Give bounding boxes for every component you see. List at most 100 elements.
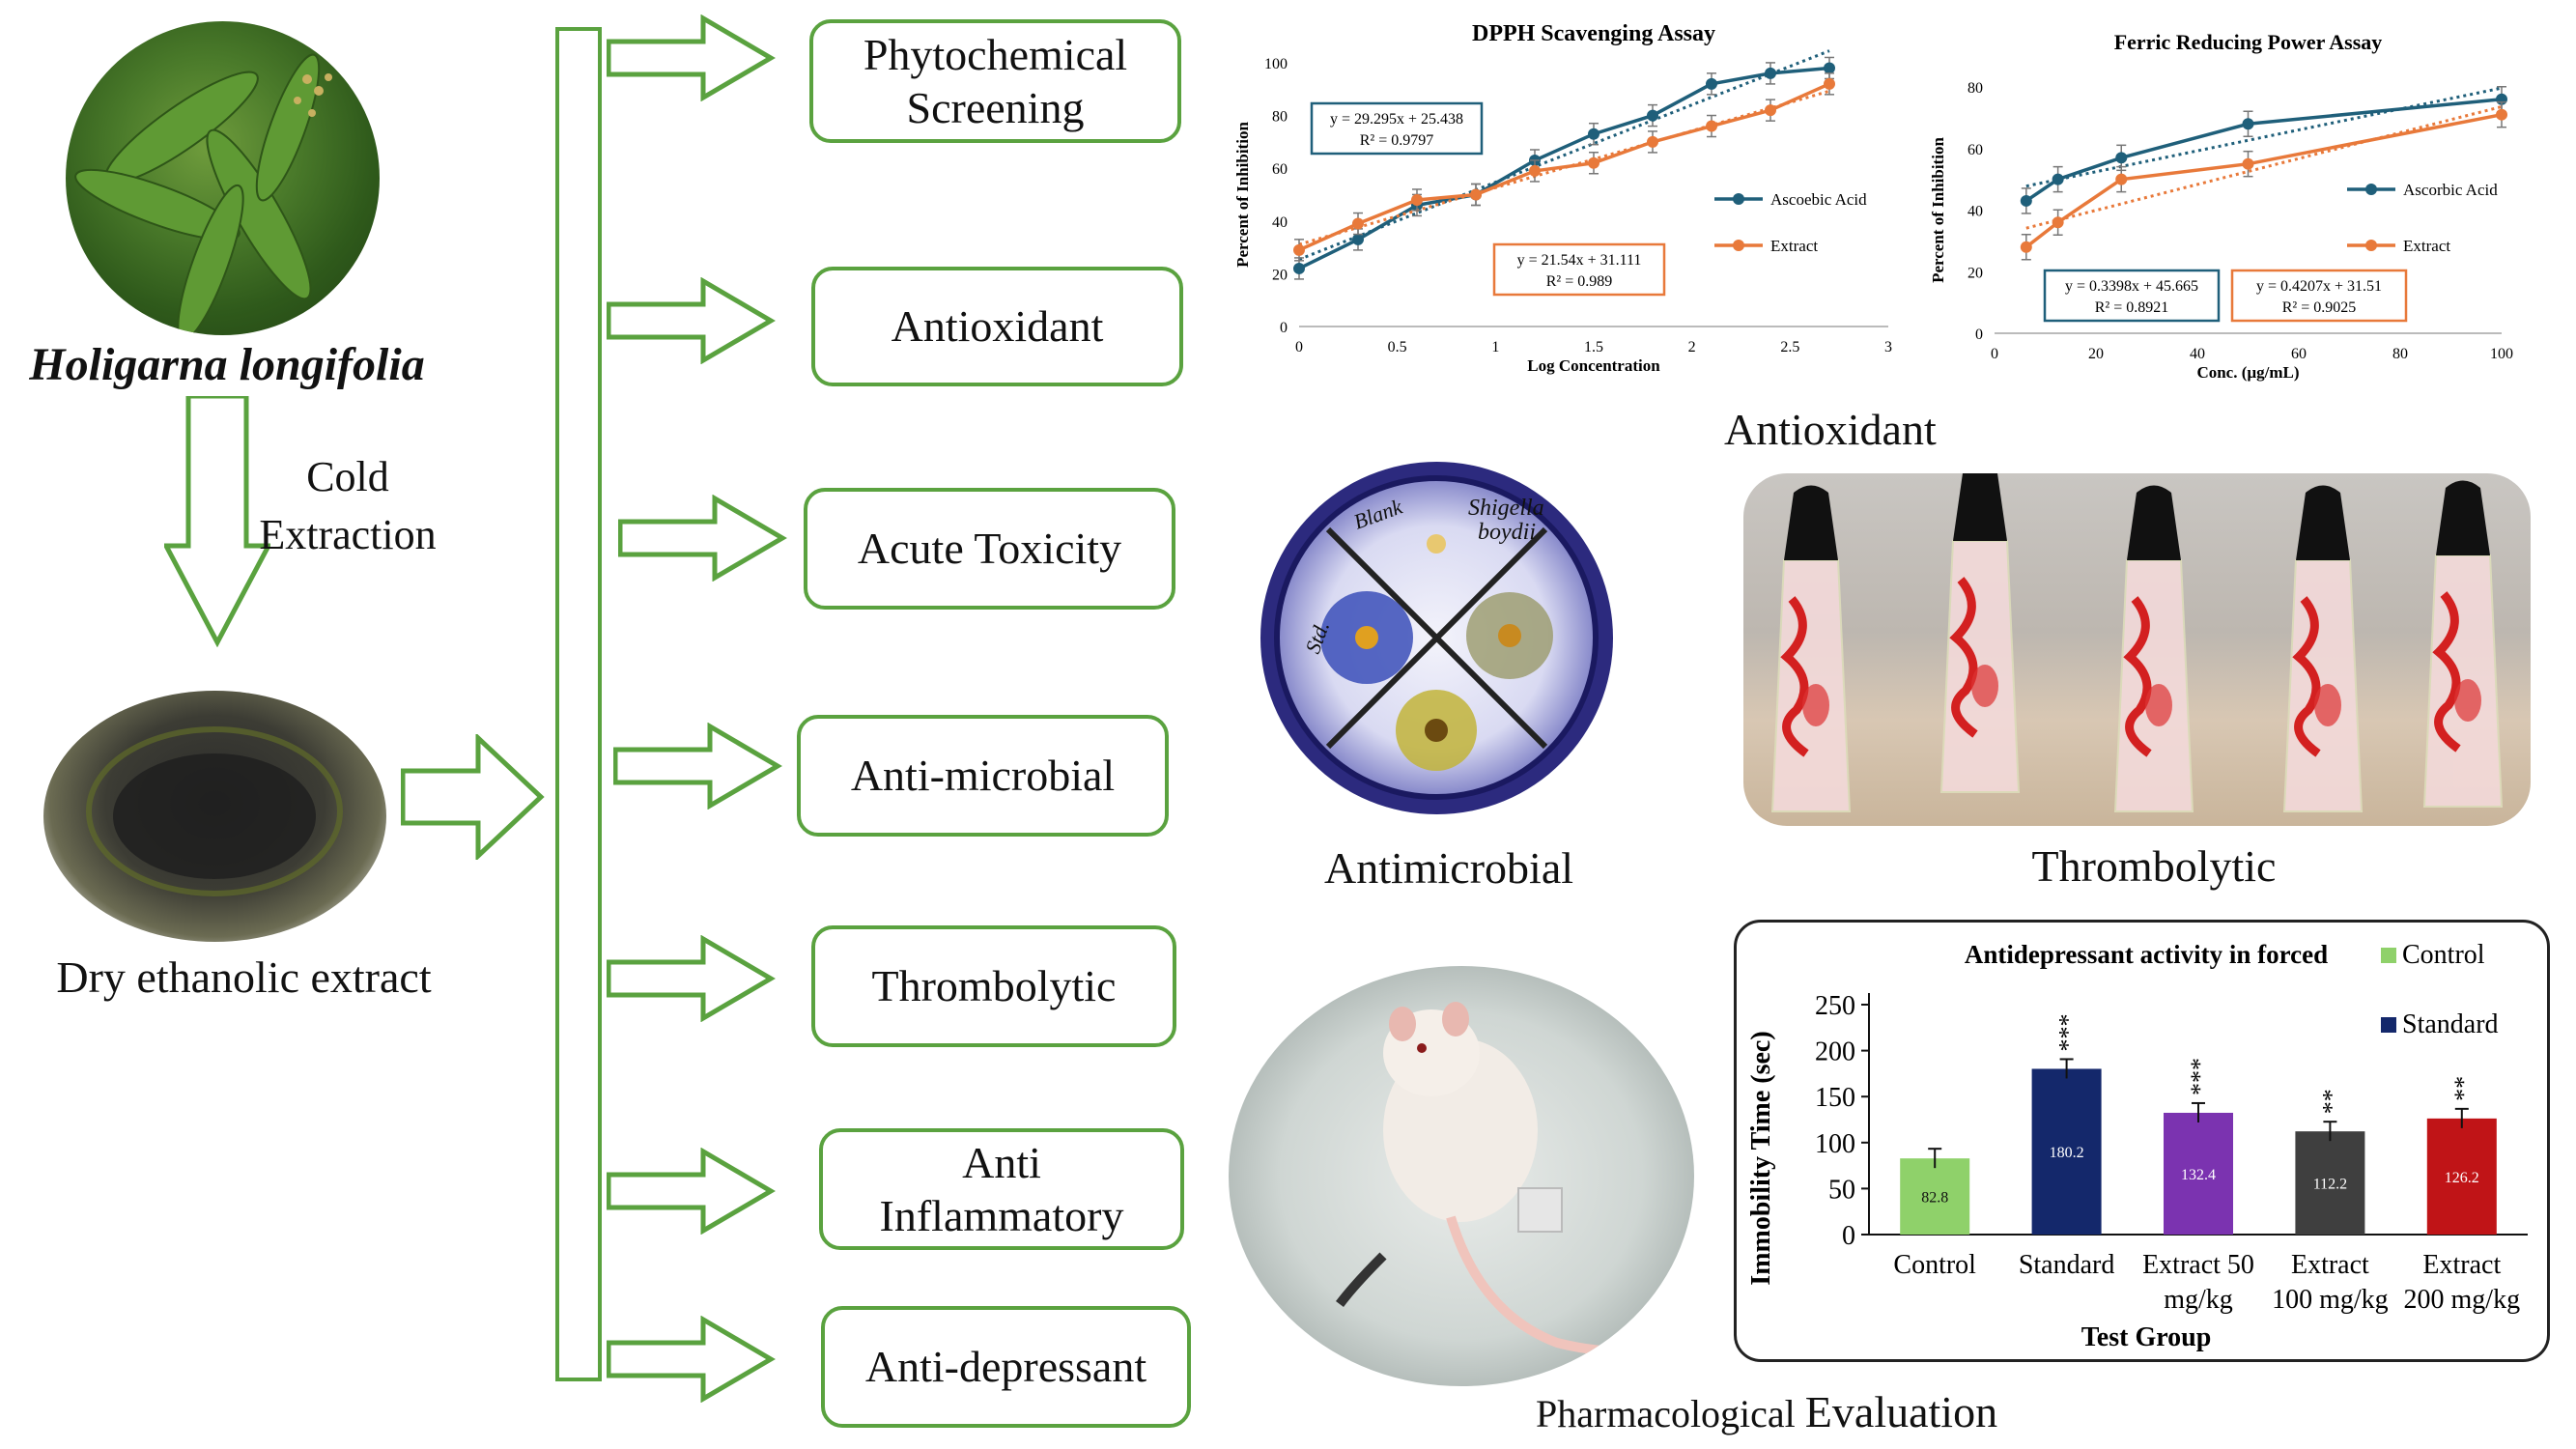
branch-arrow-icon — [607, 935, 776, 1022]
clot-mark — [1949, 577, 1978, 738]
data-point — [1824, 77, 1835, 90]
tube-cap — [2436, 480, 2490, 555]
x-axis-label: Conc. (µg/mL) — [2196, 363, 2299, 382]
equation-box — [2230, 269, 2408, 323]
y-tick-label: 80 — [1272, 109, 1288, 126]
pharmacological-evaluation-caption: Pharmacological Evaluation — [1536, 1386, 2077, 1437]
equation-text: y = 29.295x + 25.438 — [1330, 111, 1463, 128]
significance-label: ** — [2317, 1089, 2345, 1114]
test-box-thrombolytic: Thrombolytic — [811, 925, 1176, 1047]
y-tick-label: 100 — [1264, 56, 1288, 72]
data-point — [1352, 233, 1364, 245]
bar — [1900, 1158, 1970, 1235]
data-point — [1824, 62, 1835, 74]
test-label-line1: Anti-microbial — [850, 751, 1116, 801]
data-point — [2115, 152, 2128, 164]
legend-label: Extract — [2403, 237, 2450, 255]
equation-box — [1310, 101, 1484, 156]
data-point — [1352, 217, 1364, 230]
clot-mark — [2145, 684, 2172, 726]
clot-mark — [2454, 679, 2481, 722]
equation-text: y = 0.4207x + 31.51 — [2256, 278, 2382, 295]
data-point — [2496, 108, 2507, 121]
series-line — [1298, 66, 1830, 270]
x-axis-label: Log Concentration — [1527, 356, 1660, 375]
test-label-line1: Anti-depressant — [864, 1342, 1147, 1392]
clot-mark — [1802, 684, 1829, 726]
test-box-anti-depressant: Anti-depressant — [821, 1306, 1191, 1428]
data-point — [2052, 173, 2064, 185]
category-label: Extract — [2422, 1250, 2501, 1280]
branch-arrow-icon — [613, 723, 782, 810]
test-label-line1: Antioxidant — [891, 301, 1104, 352]
category-label: mg/kg — [2164, 1285, 2233, 1315]
trendline — [2025, 86, 2503, 188]
y-tick-label: 0 — [1842, 1221, 1855, 1251]
branch-arrow-icon — [607, 1316, 776, 1403]
x-tick-label: 80 — [2392, 346, 2408, 362]
x-tick-label: 1.5 — [1584, 339, 1603, 355]
petri-dish-photo: Shigella boydii Blank Std. — [1260, 462, 1613, 814]
test-label-line2: Inflammatory — [879, 1191, 1124, 1240]
test-label-line1: Thrombolytic — [871, 961, 1117, 1011]
bar — [2031, 1068, 2102, 1235]
category-label: Standard — [2019, 1250, 2115, 1280]
y-tick-label: 60 — [1967, 142, 1983, 158]
data-point — [1293, 243, 1305, 256]
test-label-line1: Acute Toxicity — [857, 524, 1122, 574]
tube-cap — [2127, 485, 2181, 560]
data-point — [2052, 216, 2064, 229]
significance-label: ** — [2449, 1076, 2477, 1101]
data-point — [1411, 193, 1423, 206]
r-squared-text: R² = 0.8921 — [2095, 299, 2169, 316]
data-point — [2020, 194, 2032, 207]
test-box-antioxidant: Antioxidant — [811, 267, 1183, 386]
y-tick-label: 20 — [1967, 265, 1983, 281]
branch-arrow-icon — [607, 1148, 776, 1235]
x-tick-label: 100 — [2490, 346, 2513, 362]
r-squared-text: R² = 0.989 — [1546, 273, 1613, 290]
plant-name: Holigarna longifolia — [29, 339, 425, 390]
equation-box — [2043, 269, 2221, 323]
plant-photo — [66, 21, 380, 335]
clot-mark — [1780, 596, 1809, 757]
legend-marker — [2365, 184, 2377, 195]
y-axis-label: Immobility Time (sec) — [1746, 1031, 1776, 1285]
legend-swatch — [2381, 1017, 2396, 1033]
x-tick-label: 3 — [1884, 339, 1892, 355]
clot-mark — [2432, 591, 2461, 753]
x-tick-label: 0 — [1295, 339, 1303, 355]
significance-label: *** — [2186, 1058, 2214, 1095]
bar — [2426, 1118, 2497, 1235]
x-tick-label: 20 — [2088, 346, 2104, 362]
y-tick-label: 20 — [1272, 267, 1288, 283]
y-axis-label: Percent of Inhibition — [1233, 122, 1252, 268]
chart-title: DPPH Scavenging Assay — [1472, 21, 1715, 46]
category-label: Extract — [2291, 1250, 2369, 1280]
tube-cap — [2296, 485, 2350, 560]
extract-label: Dry ethanolic extract — [56, 952, 432, 1002]
data-point — [1765, 67, 1776, 79]
antimicrobial-caption: Antimicrobial — [1323, 843, 1574, 893]
y-tick-label: 60 — [1272, 161, 1288, 178]
trendline — [2025, 105, 2503, 230]
y-axis-label: Percent of Inhibition — [1929, 137, 1947, 283]
equation-text: y = 21.54x + 31.111 — [1517, 252, 1642, 269]
x-tick-label: 0 — [1991, 346, 1998, 362]
data-point — [1765, 104, 1776, 117]
equation-text: y = 0.3398x + 45.665 — [2065, 278, 2198, 295]
thrombolytic-caption: Thrombolytic — [2031, 841, 2277, 891]
r-squared-text: R² = 0.9797 — [1360, 132, 1434, 149]
legend-label: Ascorbic Acid — [2403, 181, 2498, 199]
bar-value-label: 82.8 — [1921, 1190, 1948, 1207]
data-point — [1588, 156, 1599, 169]
clot-mark — [2314, 684, 2341, 726]
legend-label: Control — [2402, 940, 2485, 970]
data-point — [2020, 241, 2032, 253]
branch-arrow-icon — [618, 495, 787, 582]
legend-marker — [1733, 240, 1744, 251]
x-tick-label: 0.5 — [1388, 339, 1407, 355]
